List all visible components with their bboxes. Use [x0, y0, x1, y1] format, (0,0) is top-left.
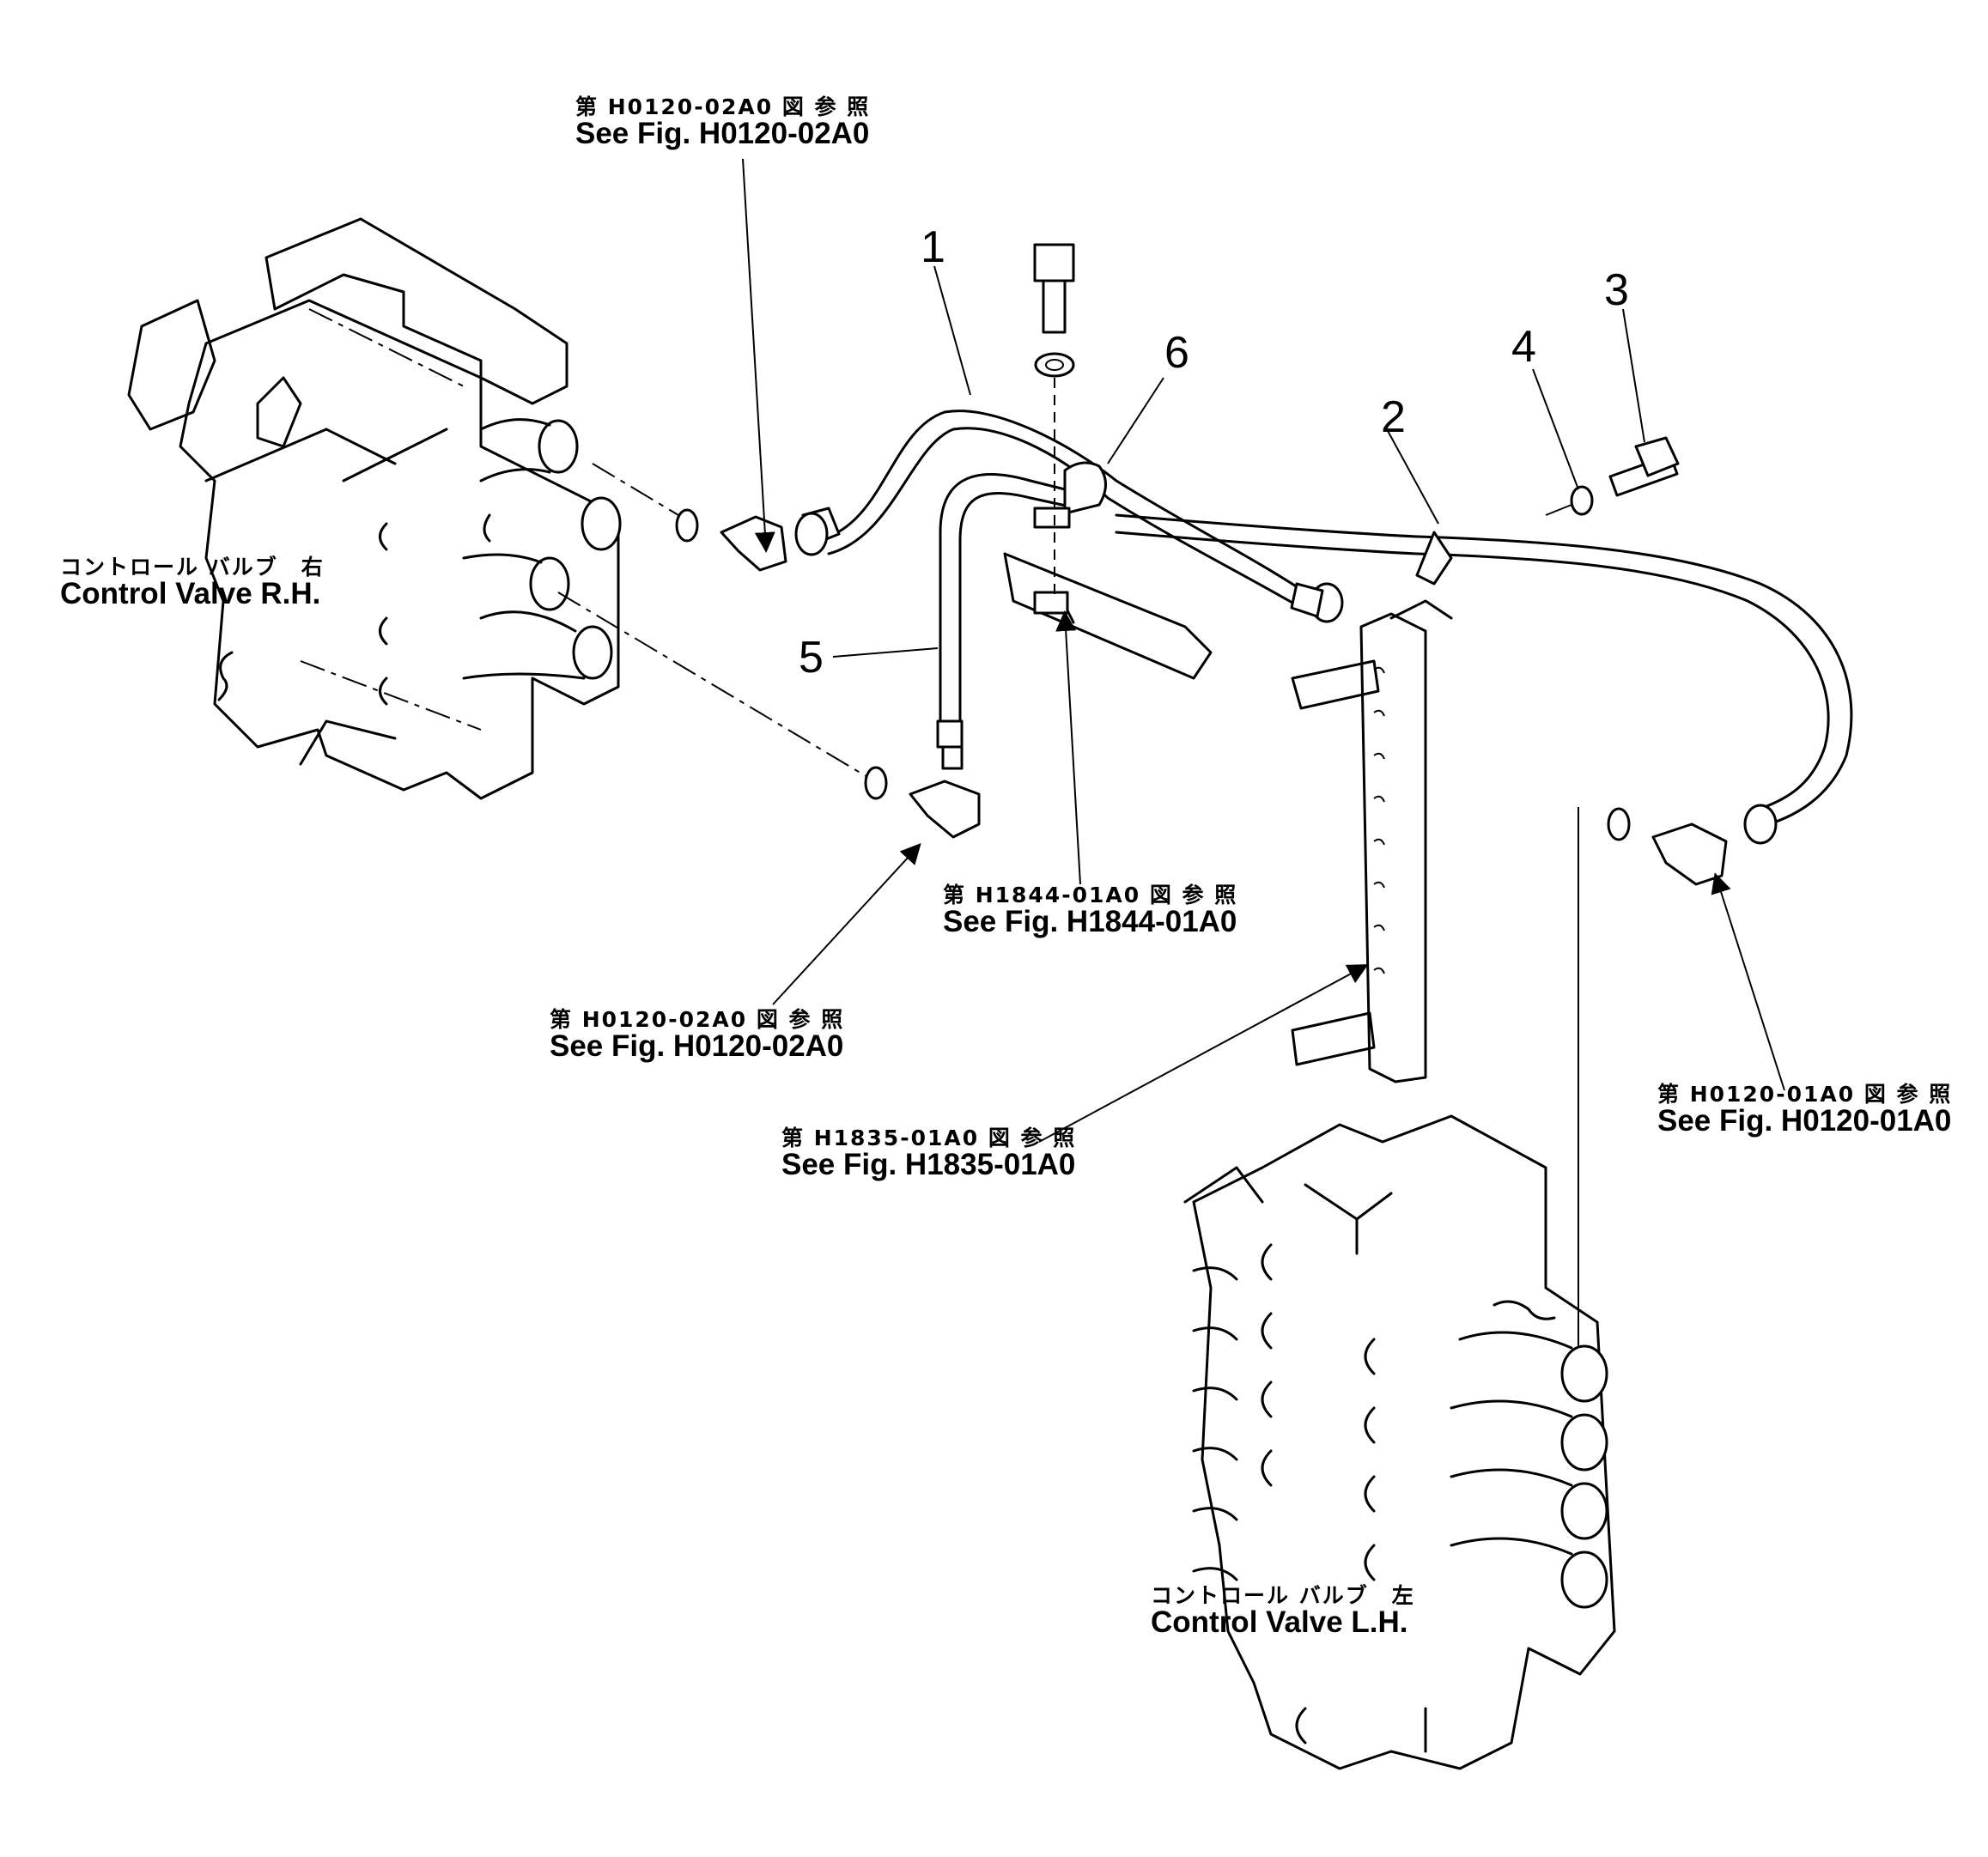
ref-label-lower-left: 第 H0120-02A0 図 参 照 See Fig. H0120-02A0 [550, 1007, 845, 1064]
control-valve-rh-drawing [127, 217, 622, 800]
bolt-top [1033, 243, 1075, 601]
control-valve-lh-label: コントロール バルブ 左 Control Valve L.H. [1151, 1583, 1415, 1640]
part-number-3: 3 [1604, 265, 1629, 315]
connector-lines [557, 463, 1579, 1348]
part-number-6: 6 [1164, 328, 1189, 378]
ref-en: See Fig. H1835-01A0 [781, 1148, 1076, 1182]
hose-5 [936, 473, 1084, 770]
fittings [675, 508, 1728, 886]
control-valve-lh-drawing [1183, 1114, 1616, 1770]
ref-label-center: 第 H1844-01A0 図 参 照 See Fig. H1844-01A0 [943, 883, 1238, 939]
part-number-1: 1 [921, 222, 945, 272]
ref-label-right: 第 H0120-01A0 図 参 照 See Fig. H0120-01A0 [1657, 1083, 1952, 1138]
valve-jp: コントロール バルブ 左 [1151, 1583, 1415, 1608]
ref-en: See Fig. H0120-02A0 [575, 117, 870, 151]
control-valve-rh-label: コントロール バルブ 右 Control Valve R.H. [60, 555, 325, 611]
ref-jp: 第 H1835-01A0 図 参 照 [781, 1126, 1077, 1150]
bolt-3-washer-4 [1545, 436, 1680, 516]
ref-jp: 第 H1844-01A0 図 参 照 [943, 883, 1238, 907]
valve-en: Control Valve R.H. [60, 577, 321, 611]
part-number-2: 2 [1381, 392, 1406, 442]
leader-lines [742, 158, 1785, 1143]
hose-2 [1115, 513, 1853, 845]
valve-jp: コントロール バルブ 右 [60, 555, 325, 580]
ref-en: See Fig. H1844-01A0 [943, 905, 1237, 939]
clamp-6 [1003, 461, 1213, 680]
ref-label-manifold: 第 H1835-01A0 図 参 照 See Fig. H1835-01A0 [781, 1126, 1077, 1182]
ref-label-top-left: 第 H0120-02A0 図 参 照 See Fig. H0120-02A0 [575, 94, 871, 151]
part-number-5: 5 [799, 633, 824, 683]
valve-en: Control Valve L.H. [1151, 1605, 1408, 1640]
ref-jp: 第 H0120-01A0 図 参 照 [1657, 1082, 1953, 1107]
manifold [1291, 599, 1453, 1083]
ref-jp: 第 H0120-02A0 図 参 照 [550, 1007, 845, 1032]
ref-jp: 第 H0120-02A0 図 参 照 [575, 94, 871, 119]
ref-en: See Fig. H0120-02A0 [550, 1029, 844, 1064]
ref-en: See Fig. H0120-01A0 [1657, 1104, 1952, 1138]
part-number-4: 4 [1511, 322, 1536, 372]
